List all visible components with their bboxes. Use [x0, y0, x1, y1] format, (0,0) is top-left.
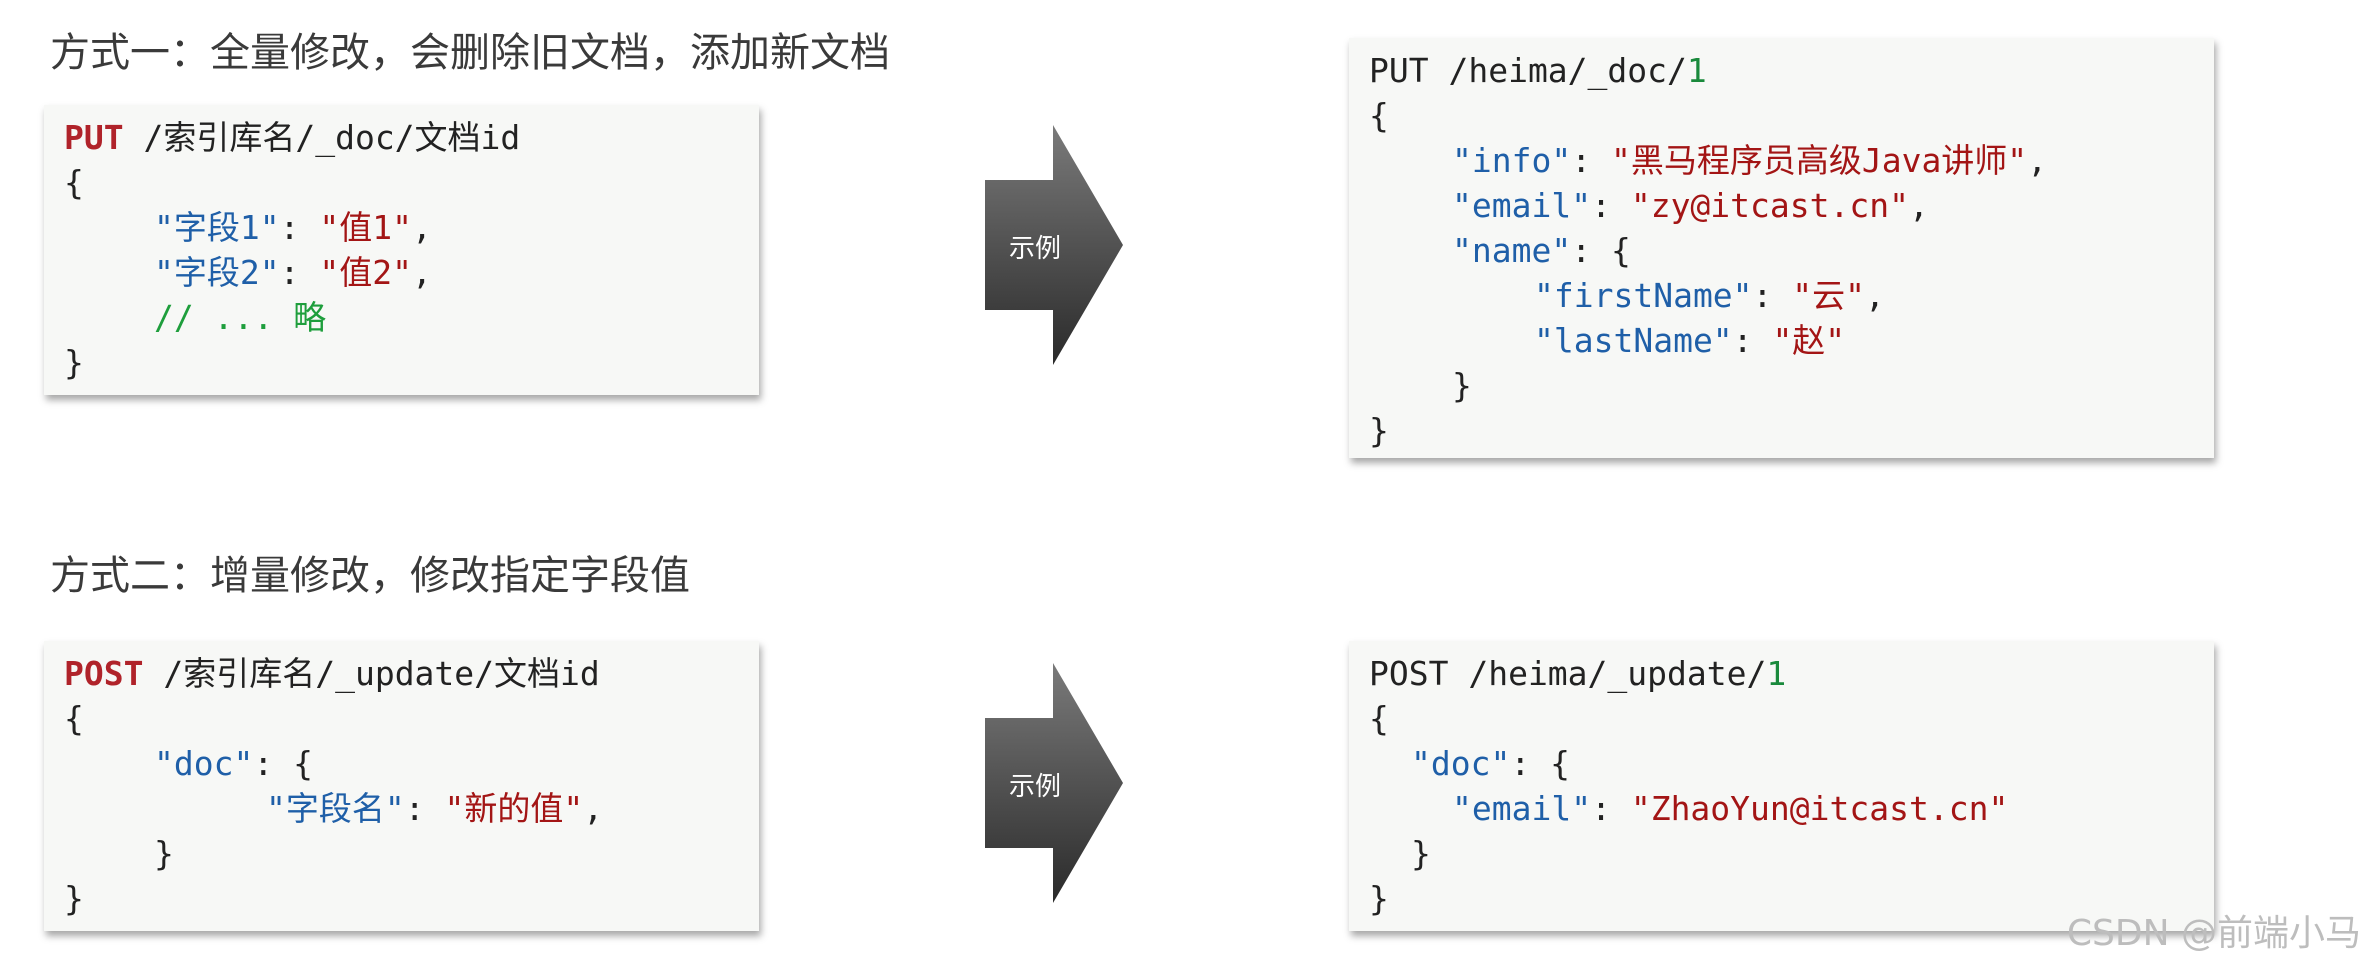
colon: :: [1591, 789, 1631, 828]
field-value: "值1": [319, 208, 412, 247]
field-line-2: "字段2": "值2",: [154, 250, 432, 295]
doc-id: 1: [1686, 51, 1707, 90]
open-brace: {: [64, 699, 84, 738]
open-brace: {: [1369, 699, 1389, 738]
field-key: "字段名": [266, 789, 405, 828]
close-brace: }: [64, 879, 84, 918]
comma: ,: [1865, 276, 1885, 315]
doc-id: 1: [1766, 654, 1787, 693]
field-value: "新的值": [444, 789, 584, 828]
field-line: "字段名": "新的值",: [266, 786, 603, 831]
template-code-block-put: PUT /索引库名/_doc/文档id { "字段1": "值1", "字段2"…: [44, 105, 759, 395]
colon: :: [1732, 321, 1773, 360]
field-value: "zy@itcast.cn": [1630, 186, 1909, 225]
right-arrow-icon: [985, 663, 1123, 903]
field-key: "name": [1452, 231, 1572, 270]
example-code-block-put: PUT /heima/_doc/1 { "info": "黑马程序员高级Java…: [1349, 38, 2214, 458]
field-key: "email": [1452, 186, 1592, 225]
http-method: POST: [64, 654, 144, 693]
arrow-label: 示例: [1009, 234, 1062, 264]
field-value: "值2": [319, 253, 412, 292]
firstname-line: "firstName": "云",: [1534, 273, 1885, 318]
field-key: "lastName": [1534, 321, 1733, 360]
colon: :: [279, 253, 320, 292]
object-open: : {: [253, 744, 313, 783]
comma: ,: [411, 253, 432, 292]
colon: :: [1591, 186, 1631, 225]
request-line: PUT /索引库名/_doc/文档id: [64, 115, 520, 160]
object-open: : {: [1510, 744, 1570, 783]
request-path: /索引库名/_doc/文档id: [123, 118, 521, 157]
name-close-brace: }: [1452, 366, 1472, 405]
example-arrow-2: 示例: [985, 658, 1125, 908]
request-path: /索引库名/_update/文档id: [143, 654, 600, 693]
section1-title: 方式一：全量修改，会删除旧文档，添加新文档: [50, 30, 890, 76]
doc-close-brace: }: [154, 834, 174, 873]
doc-line: "doc": {: [1411, 741, 1570, 786]
field-key: "doc": [1411, 744, 1511, 783]
comma: ,: [1908, 186, 1929, 225]
http-method: PUT: [64, 118, 124, 157]
field-line-1: "字段1": "值1",: [154, 205, 432, 250]
field-value: "赵": [1772, 321, 1846, 360]
doc-close-brace: }: [1411, 834, 1431, 873]
arrow-label: 示例: [1009, 772, 1062, 802]
colon: :: [1752, 276, 1793, 315]
object-open: : {: [1571, 231, 1631, 270]
lastname-line: "lastName": "赵": [1534, 318, 1845, 363]
close-brace: }: [1369, 411, 1389, 450]
field-key: "firstName": [1534, 276, 1753, 315]
close-brace: }: [64, 343, 84, 382]
name-line: "name": {: [1452, 228, 1631, 273]
comma: ,: [583, 789, 604, 828]
field-key: "字段1": [154, 208, 280, 247]
field-key: "email": [1452, 789, 1592, 828]
request-path: POST /heima/_update/: [1369, 654, 1767, 693]
colon: :: [1571, 141, 1611, 180]
code-comment: // ... 略: [154, 298, 327, 337]
close-brace: }: [1369, 879, 1389, 918]
field-value: "黑马程序员高级Java讲师": [1610, 141, 2028, 180]
field-key: "字段2": [154, 253, 280, 292]
field-key: "doc": [154, 744, 254, 783]
email-line: "email": "ZhaoYun@itcast.cn": [1452, 786, 2008, 831]
field-value: "云": [1792, 276, 1866, 315]
comma: ,: [411, 208, 432, 247]
example-arrow-1: 示例: [985, 120, 1125, 370]
example-code-block-post: POST /heima/_update/1 { "doc": { "email"…: [1349, 641, 2214, 931]
request-line: PUT /heima/_doc/1: [1369, 48, 1707, 93]
request-path: PUT /heima/_doc/: [1369, 51, 1687, 90]
section2-title: 方式二：增量修改，修改指定字段值: [50, 553, 690, 599]
colon: :: [279, 208, 320, 247]
template-code-block-post: POST /索引库名/_update/文档id { "doc": { "字段名"…: [44, 641, 759, 931]
open-brace: {: [64, 163, 84, 202]
open-brace: {: [1369, 96, 1389, 135]
comma: ,: [2027, 141, 2048, 180]
info-line: "info": "黑马程序员高级Java讲师",: [1452, 138, 2047, 183]
csdn-watermark: CSDN @前端小马: [2066, 913, 2361, 954]
request-line: POST /索引库名/_update/文档id: [64, 651, 600, 696]
doc-line: "doc": {: [154, 741, 313, 786]
right-arrow-icon: [985, 125, 1123, 365]
email-line: "email": "zy@itcast.cn",: [1452, 183, 1929, 228]
request-line: POST /heima/_update/1: [1369, 651, 1786, 696]
field-key: "info": [1452, 141, 1572, 180]
colon: :: [404, 789, 445, 828]
field-value: "ZhaoYun@itcast.cn": [1630, 789, 2009, 828]
